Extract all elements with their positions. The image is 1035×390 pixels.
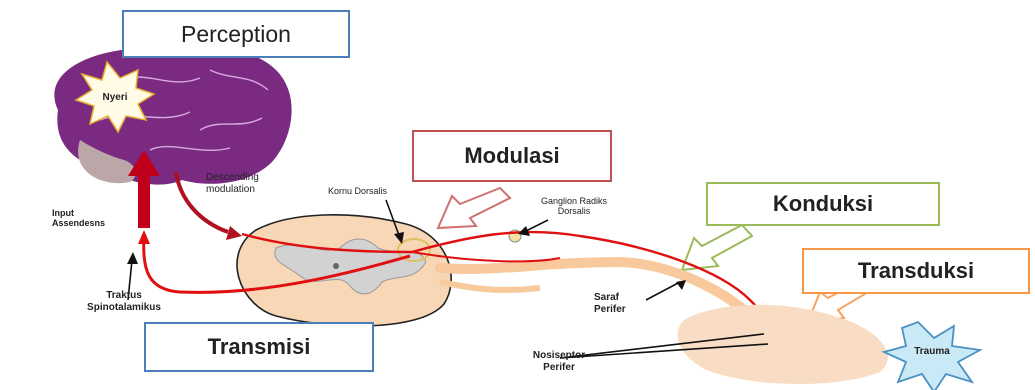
transduksi-label: Transduksi bbox=[858, 258, 974, 284]
tissue-area bbox=[678, 305, 888, 384]
ganglion-label: Ganglion Radiks Dorsalis bbox=[534, 196, 614, 217]
konduksi-label: Konduksi bbox=[773, 191, 873, 217]
modulasi-arrow bbox=[438, 188, 510, 228]
nosiseptor-label: Nosiseptor Perifer bbox=[526, 350, 592, 373]
modulasi-label: Modulasi bbox=[464, 143, 559, 169]
spinal-cord-section bbox=[237, 215, 451, 326]
konduksi-arrow bbox=[682, 225, 752, 270]
perception-label: Perception bbox=[181, 21, 291, 48]
kornu-dorsalis-label: Kornu Dorsalis bbox=[328, 186, 448, 196]
transmisi-label: Transmisi bbox=[208, 334, 311, 360]
modulasi-box: Modulasi bbox=[412, 130, 612, 182]
perception-box: Perception bbox=[122, 10, 350, 58]
brain-illustration bbox=[54, 44, 291, 184]
traktus-label: Traktus Spinotalamikus bbox=[74, 290, 174, 313]
trauma-label: Trauma bbox=[906, 346, 958, 358]
saraf-perifer-label: Saraf Perifer bbox=[594, 292, 650, 315]
transmisi-box: Transmisi bbox=[144, 322, 374, 372]
descending-modulation-label: Descending modulation bbox=[206, 172, 286, 195]
transduksi-box: Transduksi bbox=[802, 248, 1030, 294]
nyeri-label: Nyeri bbox=[92, 92, 138, 104]
input-assendesns-label: Input Assendesns bbox=[52, 208, 112, 229]
konduksi-box: Konduksi bbox=[706, 182, 940, 226]
